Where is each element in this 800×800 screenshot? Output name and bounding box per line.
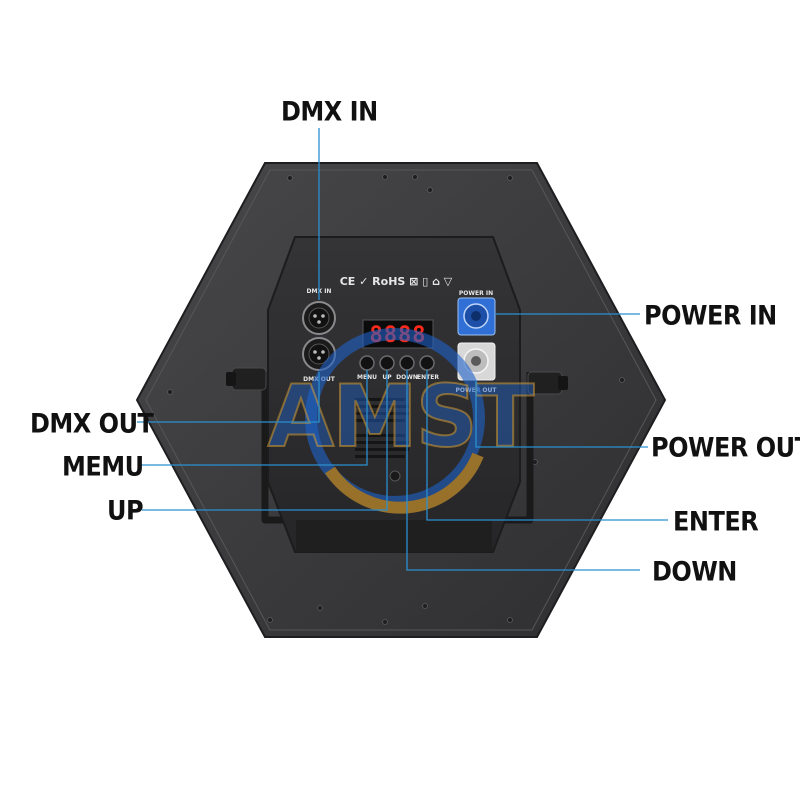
leader-dmx-out — [137, 372, 320, 423]
callout-enter: ENTER — [673, 506, 759, 538]
leader-lines — [137, 128, 668, 571]
control-buttons — [359, 355, 435, 371]
leader-memu — [140, 370, 368, 466]
power-in-connector — [457, 297, 496, 336]
panel-label-power-in: POWER IN — [459, 290, 493, 297]
callout-power-out: POWER OUT — [651, 432, 800, 464]
panel-indicator — [389, 470, 401, 482]
callout-memu: MEMU — [62, 451, 144, 483]
bracket-knob-right — [527, 371, 568, 395]
panel-footer — [296, 520, 492, 552]
panel-label-enter: ENTER — [417, 374, 439, 381]
callout-power-in: POWER IN — [644, 300, 777, 332]
leader-power-out — [475, 380, 648, 448]
callout-dmx-in: DMX IN — [281, 96, 378, 128]
ventilation-slots — [355, 398, 409, 458]
hexagon-bevel — [145, 169, 657, 631]
callout-up: UP — [107, 495, 144, 527]
watermark-logo — [305, 328, 485, 514]
certification-marks: CE ✓ RoHS ⊠ ▯ ⌂ ▽ — [340, 275, 453, 288]
leader-enter — [426, 370, 668, 521]
callout-dmx-out: DMX OUT — [30, 408, 154, 440]
callout-down: DOWN — [652, 556, 737, 588]
dmx-in-connector — [302, 301, 336, 335]
bracket-knob-left — [226, 367, 267, 391]
leader-up — [142, 370, 388, 511]
leader-down — [406, 370, 640, 571]
watermark-text: AMST — [268, 367, 535, 467]
